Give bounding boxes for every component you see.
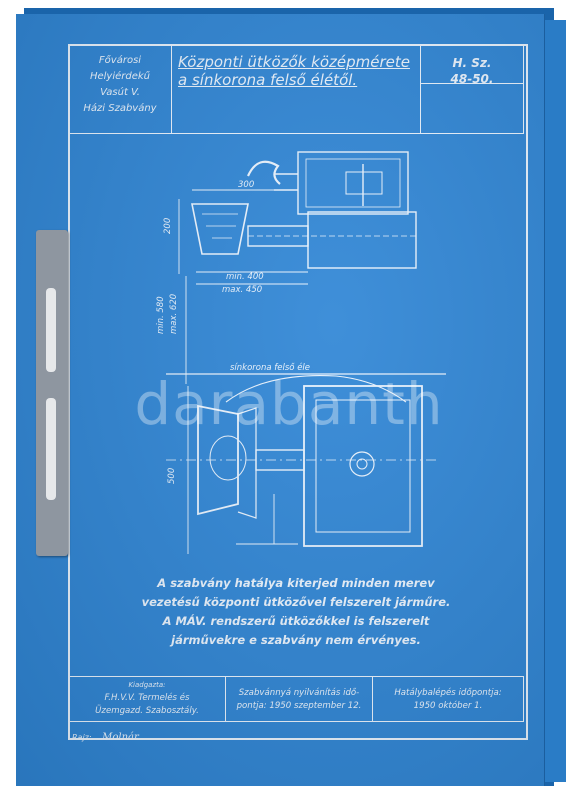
blueprint-sheet: Fővárosi Helyiérdekű Vasút V. Házi Szabv… bbox=[16, 14, 545, 786]
note-line: A MÁV. rendszerű ütközőkkel is felszerel… bbox=[162, 614, 430, 628]
dim-200: 200 bbox=[163, 218, 173, 234]
issuer-label: Kiadgazta: bbox=[128, 681, 166, 689]
note-line: vezetésű központi ütközővel felszerelt j… bbox=[141, 595, 451, 609]
declared-line: Szabvánnyá nyilvánítás idő- bbox=[238, 688, 360, 698]
title-line: a sínkorona felső élétől. bbox=[178, 71, 358, 89]
buffer-plate-lower bbox=[197, 404, 239, 516]
dim-500: 500 bbox=[167, 468, 177, 484]
buffer-drawing: 300 200 min. 400 max. 450 min. 580 max. … bbox=[156, 151, 446, 554]
frame-top-view bbox=[297, 151, 409, 215]
scope-note: A szabvány hatálya kiterjed minden merev… bbox=[96, 574, 496, 650]
dim-min580: min. 580 bbox=[156, 296, 166, 334]
issuer-line: F.H.V.V. Termelés és bbox=[104, 693, 190, 703]
drawn-signature: Molnár bbox=[102, 732, 139, 743]
title-line: Központi ütközők középmérete bbox=[178, 53, 410, 71]
binder-clip bbox=[36, 230, 68, 556]
footer-declared-cell: Szabvánnyá nyilvánítás idő- pontja: 1950… bbox=[225, 676, 373, 722]
header-title-cell: Központi ütközők középmérete a sínkorona… bbox=[171, 44, 421, 134]
watermark: darabanth bbox=[134, 370, 444, 438]
rail-edge-label: sínkorona felső éle bbox=[230, 362, 310, 373]
code-value: 48-50. bbox=[450, 72, 494, 86]
footer-effective-cell: Hatálybalépés időpontja: 1950 október 1. bbox=[372, 676, 524, 722]
drawn-label: Rajz: bbox=[72, 733, 92, 742]
footer-issuer-cell: Kiadgazta: F.H.V.V. Termelés és Üzemgazd… bbox=[68, 676, 226, 722]
header-code-cell: H. Sz. 48-50. bbox=[420, 44, 524, 134]
dim-max620: max. 620 bbox=[169, 294, 179, 334]
dim-300: 300 bbox=[238, 180, 254, 190]
buffer-head bbox=[191, 203, 249, 255]
binder-slot-top bbox=[46, 288, 56, 372]
code-label: H. Sz. bbox=[452, 56, 492, 70]
issuer-line: Üzemgazd. Szabosztály. bbox=[95, 706, 199, 716]
drawing-frame bbox=[68, 44, 528, 740]
frame-side-view bbox=[307, 211, 417, 269]
declared-line: pontja: 1950 szeptember 12. bbox=[236, 701, 362, 711]
frame-lower-view bbox=[303, 385, 423, 547]
org-line: Helyiérdekű bbox=[89, 71, 151, 82]
header-code-sub bbox=[420, 83, 524, 134]
dim-min400: min. 400 bbox=[226, 272, 264, 282]
binder-slot-bottom bbox=[46, 398, 56, 500]
org-line: Vasút V. bbox=[100, 87, 140, 98]
org-line: Házi Szabvány bbox=[83, 103, 157, 114]
note-line: járművekre e szabvány nem érvényes. bbox=[171, 633, 421, 647]
drawn-by: Rajz: Molnár bbox=[72, 732, 139, 743]
note-line: A szabvány hatálya kiterjed minden merev bbox=[157, 576, 435, 590]
coupler-hook bbox=[246, 160, 281, 185]
org-line: Fővárosi bbox=[98, 55, 142, 66]
effective-line: 1950 október 1. bbox=[413, 701, 483, 711]
effective-line: Hatálybalépés időpontja: bbox=[394, 688, 502, 698]
dim-max450: max. 450 bbox=[222, 285, 262, 295]
